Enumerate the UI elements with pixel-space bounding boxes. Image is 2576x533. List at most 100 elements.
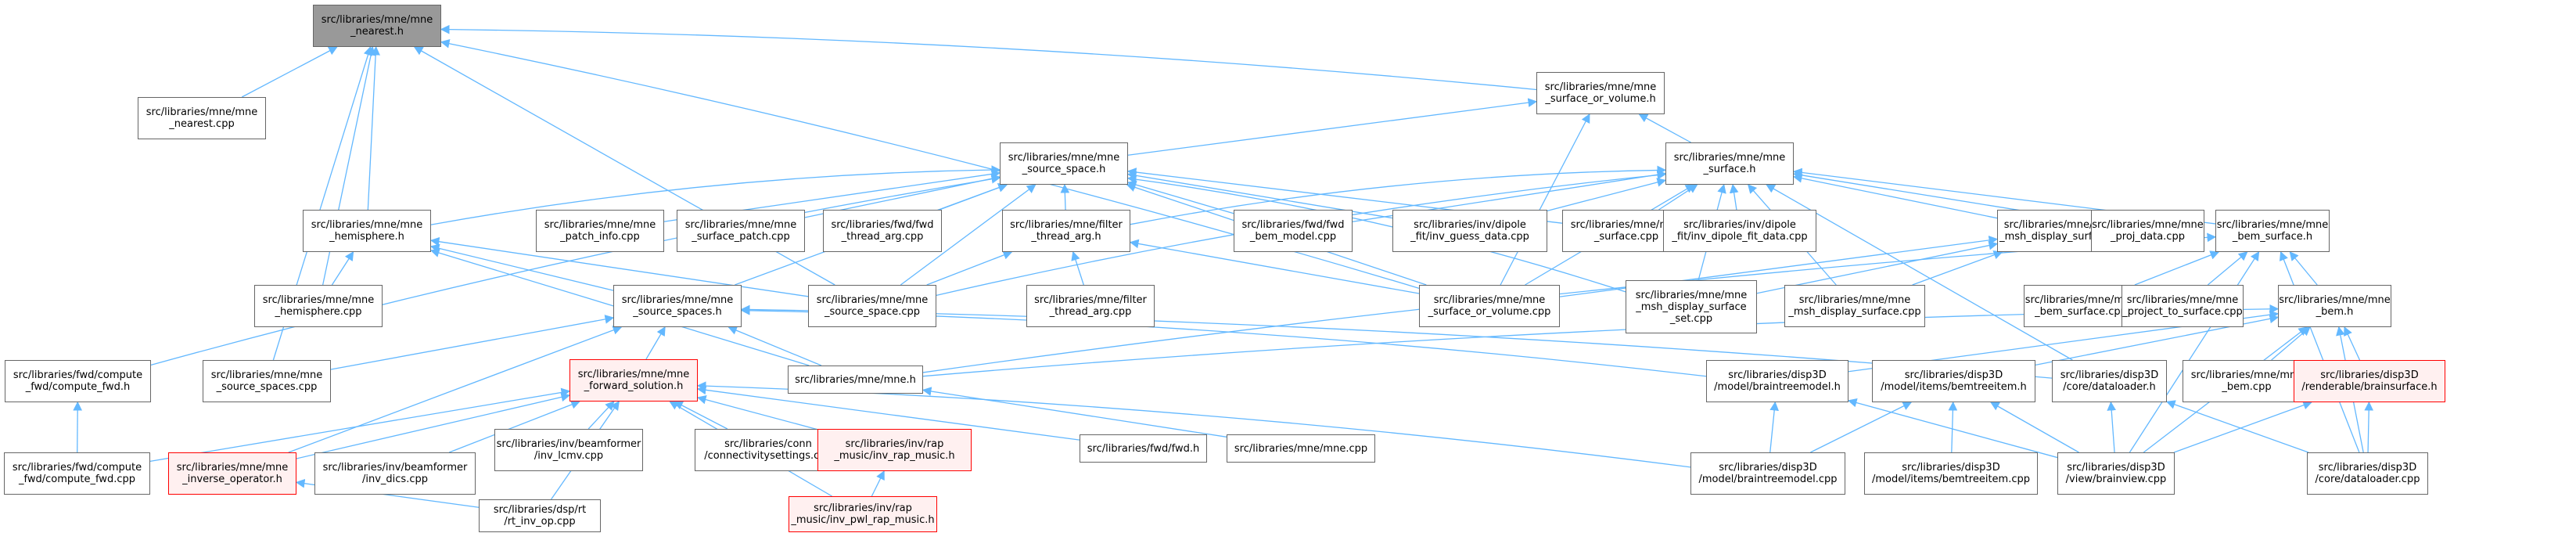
graph-node-src-libraries-fwd-compute-fwd-compute-fwd-cpp[interactable]: src/libraries/fwd/compute_fwd/compute_fw… — [4, 452, 150, 495]
edge-n29-to-n18 — [645, 326, 666, 360]
graph-node-src-libraries-mne-filter-thread-arg-h[interactable]: src/libraries/mne/filter_thread_arg.h — [1002, 210, 1130, 252]
edge-n35-to-n26 — [2344, 326, 2361, 361]
graph-node-src-libraries-mne-mne-surface-or-volume-cpp[interactable]: src/libraries/mne/mne_surface_or_volume.… — [1419, 285, 1560, 327]
graph-node-src-libraries-mne-mne-bem-surface-cpp[interactable]: src/libraries/mne/mne_bem_surface.cpp — [2024, 285, 2138, 327]
node-label-line: src/libraries/disp3D — [1902, 462, 2000, 474]
node-label-line: src/libraries/mne/mne — [321, 14, 433, 26]
edge-n2-to-n0 — [440, 24, 1537, 91]
node-label-line: src/libraries/mne/mne — [1635, 289, 1748, 301]
node-label-line: src/libraries/disp3D — [2318, 462, 2417, 474]
node-label-line: _music/inv_rap_music.h — [834, 450, 955, 462]
edge-n34-to-n26 — [2271, 326, 2311, 361]
edge-n37-to-n29 — [296, 392, 571, 459]
node-label-line: _msh_display_surface.h — [1999, 231, 2120, 243]
edge-n23-to-n14 — [1912, 250, 2003, 286]
graph-node-src-libraries-fwd-fwd-bem-model-cpp[interactable]: src/libraries/fwd/fwd_bem_model.cpp — [1234, 210, 1353, 252]
graph-node-src-libraries-mne-mne-proj-data-cpp[interactable]: src/libraries/mne/mne_proj_data.cpp — [2091, 210, 2204, 252]
edge-n39-to-n29 — [587, 401, 615, 430]
edge-n46-to-n31 — [1847, 398, 2058, 459]
graph-node-src-libraries-fwd-fwd-h[interactable]: src/libraries/fwd/fwd.h — [1080, 434, 1207, 463]
node-label-line: _thread_arg.cpp — [1049, 306, 1132, 318]
graph-node-src-libraries-inv-beamformer-inv-dics-cpp[interactable]: src/libraries/inv/beamformer/inv_dics.cp… — [314, 452, 476, 495]
node-label-line: _fit/inv_dipole_fit_data.cpp — [1672, 231, 1808, 243]
graph-node-src-libraries-disp3d-core-dataloader-h[interactable]: src/libraries/disp3D/core/dataloader.h — [2052, 360, 2167, 402]
graph-node-src-libraries-disp3d-model-items-bemtreeitem-h[interactable]: src/libraries/disp3D/model/items/bemtree… — [1872, 360, 2035, 402]
graph-node-src-libraries-mne-mne-forward-solution-h[interactable]: src/libraries/mne/mne_forward_solution.h — [569, 359, 698, 402]
graph-node-src-libraries-mne-mne-project-to-surface-cpp[interactable]: src/libraries/mne/mne_project_to_surface… — [2122, 285, 2244, 327]
edge-n5-to-n0 — [367, 45, 380, 211]
edge-n46-to-n35 — [2173, 401, 2312, 453]
graph-node-src-libraries-mne-mne-cpp[interactable]: src/libraries/mne/mne.cpp — [1227, 434, 1375, 463]
node-label-line: src/libraries/inv/rap — [845, 438, 944, 450]
node-label-line: src/libraries/fwd/fwd.h — [1087, 442, 1200, 455]
graph-node-src-libraries-inv-rap-music-inv-rap-music-h[interactable]: src/libraries/inv/rap_music/inv_rap_musi… — [817, 429, 972, 471]
node-label-line: /view/brainview.cpp — [2065, 474, 2167, 485]
edge-n42-to-n29 — [696, 385, 1080, 441]
node-label-line: src/libraries/mne/mne — [2279, 294, 2391, 306]
graph-node-src-libraries-conn-connectivitysettings-cpp[interactable]: src/libraries/conn/connectivitysettings.… — [695, 429, 842, 471]
graph-node-src-libraries-inv-dipole-fit-inv-guess-data-cpp[interactable]: src/libraries/inv/dipole_fit/inv_guess_d… — [1392, 210, 1547, 252]
graph-node-src-libraries-mne-mne-surface-or-volume-h[interactable]: src/libraries/mne/mne_surface_or_volume.… — [1536, 72, 1665, 114]
graph-node-src-libraries-mne-mne-nearest-h[interactable]: src/libraries/mne/mne_nearest.h — [313, 5, 441, 47]
node-label-line: /rt_inv_op.cpp — [504, 516, 576, 528]
graph-node-src-libraries-disp3d-model-braintreemodel-h[interactable]: src/libraries/disp3D/model/braintreemode… — [1706, 360, 1848, 402]
node-label-line: src/libraries/mne/mne — [1008, 152, 1120, 164]
edge-n13-to-n4 — [1729, 183, 1739, 211]
edge-n17-to-n5 — [331, 251, 354, 286]
edge-n37-to-n18 — [288, 326, 623, 453]
graph-node-src-libraries-mne-mne-source-spaces-h[interactable]: src/libraries/mne/mne_source_spaces.h — [613, 285, 742, 327]
node-label-line: src/libraries/mne/mne — [1798, 294, 1911, 306]
graph-node-src-libraries-fwd-compute-fwd-compute-fwd-h[interactable]: src/libraries/fwd/compute_fwd/compute_fw… — [5, 360, 151, 402]
graph-node-src-libraries-mne-mne-bem-cpp[interactable]: src/libraries/mne/mne_bem.cpp — [2183, 360, 2311, 402]
graph-node-src-libraries-mne-mne-msh-display-surface-set-cpp[interactable]: src/libraries/mne/mne_msh_display_surfac… — [1626, 280, 1757, 333]
graph-node-src-libraries-mne-mne-bem-surface-h[interactable]: src/libraries/mne/mne_bem_surface.h — [2215, 210, 2330, 252]
node-label-line: /renderable/brainsurface.h — [2301, 381, 2438, 393]
graph-node-src-libraries-mne-mne-h[interactable]: src/libraries/mne/mne.h — [788, 366, 923, 394]
edge-n32-to-n26 — [2035, 314, 2280, 366]
edge-n41-to-n29 — [696, 394, 818, 430]
node-label-line: src/libraries/dsp/rt — [493, 504, 587, 516]
graph-node-src-libraries-inv-dipole-fit-inv-dipole-fit-data-cpp[interactable]: src/libraries/inv/dipole_fit/inv_dipole_… — [1663, 210, 1816, 252]
node-label-line: _thread_arg.h — [1031, 231, 1101, 243]
node-label-line: _set.cpp — [1669, 312, 1713, 325]
node-label-line: src/libraries/mne/mne — [1544, 81, 1657, 93]
edge-n43-to-n30 — [922, 387, 1227, 438]
graph-node-src-libraries-mne-mne-bem-h[interactable]: src/libraries/mne/mne_bem.h — [2278, 285, 2391, 327]
graph-node-src-libraries-mne-mne-hemisphere-cpp[interactable]: src/libraries/mne/mne_hemisphere.cpp — [254, 285, 383, 327]
graph-node-src-libraries-mne-mne-source-space-cpp[interactable]: src/libraries/mne/mne_source_space.cpp — [808, 285, 936, 327]
node-label-line: src/libraries/mne/mne — [262, 294, 375, 306]
node-label-line: _thread_arg.cpp — [841, 231, 924, 243]
graph-node-src-libraries-dsp-rt-rt-inv-op-cpp[interactable]: src/libraries/dsp/rt/rt_inv_op.cpp — [479, 499, 601, 532]
graph-node-src-libraries-disp3d-model-items-bemtreeitem-cpp[interactable]: src/libraries/disp3D/model/items/bemtree… — [1864, 452, 2038, 495]
edge-n25-to-n16 — [2207, 251, 2248, 286]
node-label-line: src/libraries/mne/mne — [1673, 152, 1786, 164]
node-label-line: src/libraries/inv/dipole — [1683, 219, 1796, 231]
graph-node-src-libraries-mne-mne-patch-info-cpp[interactable]: src/libraries/mne/mne_patch_info.cpp — [536, 210, 664, 252]
graph-node-src-libraries-inv-beamformer-inv-lcmv-cpp[interactable]: src/libraries/inv/beamformer/inv_lcmv.cp… — [494, 429, 643, 471]
edge-n45-to-n32 — [1948, 401, 1958, 453]
graph-node-src-libraries-mne-mne-source-spaces-cpp[interactable]: src/libraries/mne/mne_source_spaces.cpp — [203, 360, 331, 402]
graph-node-src-libraries-mne-mne-hemisphere-h[interactable]: src/libraries/mne/mne_hemisphere.h — [303, 210, 431, 252]
graph-node-src-libraries-mne-mne-surface-h[interactable]: src/libraries/mne/mne_surface.h — [1665, 142, 1794, 185]
graph-node-src-libraries-disp3d-view-brainview-cpp[interactable]: src/libraries/disp3D/view/brainview.cpp — [2057, 452, 2175, 495]
node-label-line: src/libraries/mne/filter — [1034, 294, 1147, 306]
node-label-line: src/libraries/conn — [724, 438, 812, 450]
graph-node-src-libraries-disp3d-core-dataloader-cpp[interactable]: src/libraries/disp3D/core/dataloader.cpp — [2307, 452, 2428, 495]
node-label-line: _inverse_operator.h — [182, 474, 282, 485]
graph-node-src-libraries-mne-mne-surface-patch-cpp[interactable]: src/libraries/mne/mne_surface_patch.cpp — [677, 210, 805, 252]
graph-node-src-libraries-mne-mne-nearest-cpp[interactable]: src/libraries/mne/mne_nearest.cpp — [138, 97, 266, 139]
node-label-line: _source_spaces.h — [633, 306, 722, 318]
graph-node-src-libraries-mne-mne-inverse-operator-h[interactable]: src/libraries/mne/mne_inverse_operator.h — [168, 452, 296, 495]
node-label-line: _msh_display_surface.cpp — [1788, 306, 1921, 318]
graph-node-src-libraries-inv-rap-music-inv-pwl-rap-music-h[interactable]: src/libraries/inv/rap_music/inv_pwl_rap_… — [789, 496, 937, 532]
graph-node-src-libraries-disp3d-model-braintreemodel-cpp[interactable]: src/libraries/disp3D/model/braintreemode… — [1690, 452, 1845, 495]
graph-node-src-libraries-mne-mne-source-space-h[interactable]: src/libraries/mne/mne_source_space.h — [1000, 142, 1128, 185]
graph-node-src-libraries-fwd-fwd-thread-arg-cpp[interactable]: src/libraries/fwd/fwd_thread_arg.cpp — [823, 210, 942, 252]
graph-node-src-libraries-mne-filter-thread-arg-cpp[interactable]: src/libraries/mne/filter_thread_arg.cpp — [1026, 285, 1155, 327]
node-label-line: _fwd/compute_fwd.h — [25, 381, 131, 393]
graph-node-src-libraries-disp3d-renderable-brainsurface-h[interactable]: src/libraries/disp3D/renderable/brainsur… — [2294, 360, 2445, 402]
node-label-line: /core/dataloader.h — [2063, 381, 2156, 393]
node-label-line: src/libraries/mne/mne — [816, 294, 929, 306]
graph-node-src-libraries-mne-mne-msh-display-surface-cpp[interactable]: src/libraries/mne/mne_msh_display_surfac… — [1784, 285, 1925, 327]
node-label-line: src/libraries/inv/beamformer — [322, 462, 468, 474]
